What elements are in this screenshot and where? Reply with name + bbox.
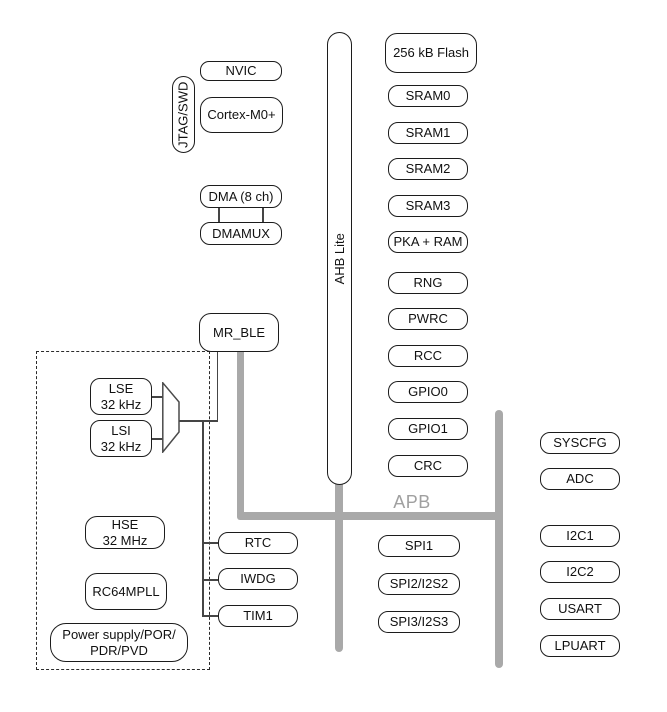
iwdg-stub <box>202 579 218 581</box>
block-spi1: SPI1 <box>378 535 460 557</box>
block-cortex-m0: Cortex-M0+ <box>200 97 283 133</box>
block-power-supply: Power supply/POR/ PDR/PVD <box>50 623 188 662</box>
ahb-apb-bridge-segment <box>335 481 343 652</box>
block-lse: LSE 32 kHz <box>90 378 152 415</box>
block-nvic: NVIC <box>200 61 282 81</box>
block-syscfg: SYSCFG <box>540 432 620 454</box>
block-spi2-i2s2: SPI2/I2S2 <box>378 573 460 595</box>
block-mr-ble: MR_BLE <box>199 313 279 352</box>
block-lpuart: LPUART <box>540 635 620 657</box>
block-pwrc: PWRC <box>388 308 468 330</box>
block-crc: CRC <box>388 455 468 477</box>
clock-mux-icon <box>162 382 180 453</box>
timer-clock-trunk <box>202 420 204 616</box>
block-pka-ram: PKA + RAM <box>388 231 468 253</box>
mux-output-line <box>179 420 218 422</box>
block-sram1: SRAM1 <box>388 122 468 144</box>
dma-dmamux-link-right <box>262 208 264 222</box>
tim1-stub <box>202 615 218 617</box>
jtag-swd-label: JTAG/SWD <box>175 81 191 148</box>
block-rtc: RTC <box>218 532 298 554</box>
block-iwdg: IWDG <box>218 568 298 590</box>
block-i2c1: I2C1 <box>540 525 620 547</box>
block-dma: DMA (8 ch) <box>200 185 282 208</box>
ahb-lite-bus: AHB Lite <box>327 32 352 485</box>
block-tim1: TIM1 <box>218 605 298 627</box>
apb-bus-label: APB <box>393 492 431 512</box>
dma-dmamux-link-left <box>218 208 220 222</box>
apb-bus-horizontal <box>237 512 501 520</box>
power-clock-domain-outline <box>36 351 210 670</box>
rtc-stub <box>202 542 218 544</box>
block-rc64mpll: RC64MPLL <box>85 573 167 610</box>
block-sram3: SRAM3 <box>388 195 468 217</box>
mrble-clock-line <box>216 352 218 421</box>
block-i2c2: I2C2 <box>540 561 620 583</box>
block-gpio0: GPIO0 <box>388 381 468 403</box>
block-flash: 256 kB Flash <box>385 33 477 73</box>
block-usart: USART <box>540 598 620 620</box>
block-hse: HSE 32 MHz <box>85 516 165 549</box>
block-dmamux: DMAMUX <box>200 222 282 245</box>
block-jtag-swd: JTAG/SWD <box>172 76 195 153</box>
block-spi3-i2s3: SPI3/I2S3 <box>378 611 460 633</box>
block-rng: RNG <box>388 272 468 294</box>
block-lsi: LSI 32 kHz <box>90 420 152 457</box>
block-rcc: RCC <box>388 345 468 367</box>
block-adc: ADC <box>540 468 620 490</box>
block-sram0: SRAM0 <box>388 85 468 107</box>
lse-mux-stub <box>152 396 163 398</box>
block-gpio1: GPIO1 <box>388 418 468 440</box>
apb-bus-vertical-right <box>495 410 503 668</box>
ahb-lite-label: AHB Lite <box>331 232 347 285</box>
lsi-mux-stub <box>152 438 163 440</box>
mrble-apb-bus-segment <box>237 352 244 517</box>
block-sram2: SRAM2 <box>388 158 468 180</box>
